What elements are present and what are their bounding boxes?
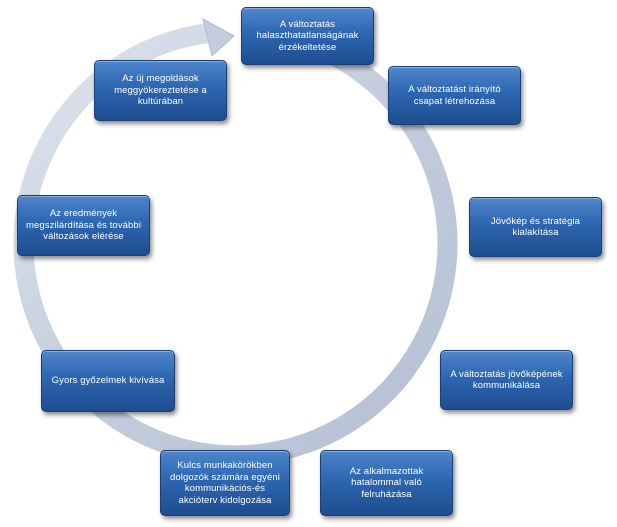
step-box-5: Az alkalmazottak hatalommal való felruhá…	[320, 450, 453, 516]
step-box-1: A változtatás halaszthatatlanságának érz…	[241, 7, 374, 65]
step-box-3: Jövőkép és stratégia kialakítása	[469, 197, 602, 257]
step-box-2: A változtatást irányító csapat létrehozá…	[388, 66, 521, 125]
step-box-9: Az új megoldások meggyökereztetése a kul…	[94, 60, 227, 121]
step-box-7: Gyors győzelmek kivívása	[41, 350, 175, 412]
step-box-4: A változtatás jövőképének kommunikálása	[440, 350, 573, 410]
step-box-6: Kulcs munkakörökben dolgozók számára egy…	[160, 450, 290, 516]
cycle-arrow-head	[202, 18, 235, 57]
step-box-8: Az eredmények megszilárdítása és további…	[17, 195, 150, 256]
